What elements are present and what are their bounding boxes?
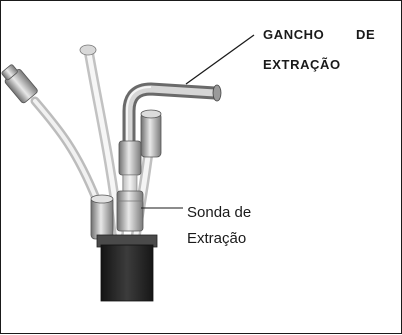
hook-label-line2: EXTRAÇÃO bbox=[263, 57, 341, 72]
probe-label-line2: Extração bbox=[187, 230, 247, 247]
hook-label-word1: GANCHO bbox=[263, 27, 325, 42]
probe-body bbox=[116, 140, 144, 232]
hook-leader-line bbox=[185, 34, 255, 85]
extraction-hook bbox=[122, 82, 222, 191]
hook-label-word2: DE bbox=[356, 27, 376, 42]
left-connector bbox=[1, 64, 38, 104]
center-hose bbox=[79, 44, 124, 238]
probe-label-line1: Sonda de bbox=[187, 204, 252, 221]
right-hose bbox=[130, 109, 162, 242]
left-hose bbox=[1, 64, 102, 206]
lower-left-coupling bbox=[90, 194, 114, 240]
base-block bbox=[96, 234, 158, 302]
